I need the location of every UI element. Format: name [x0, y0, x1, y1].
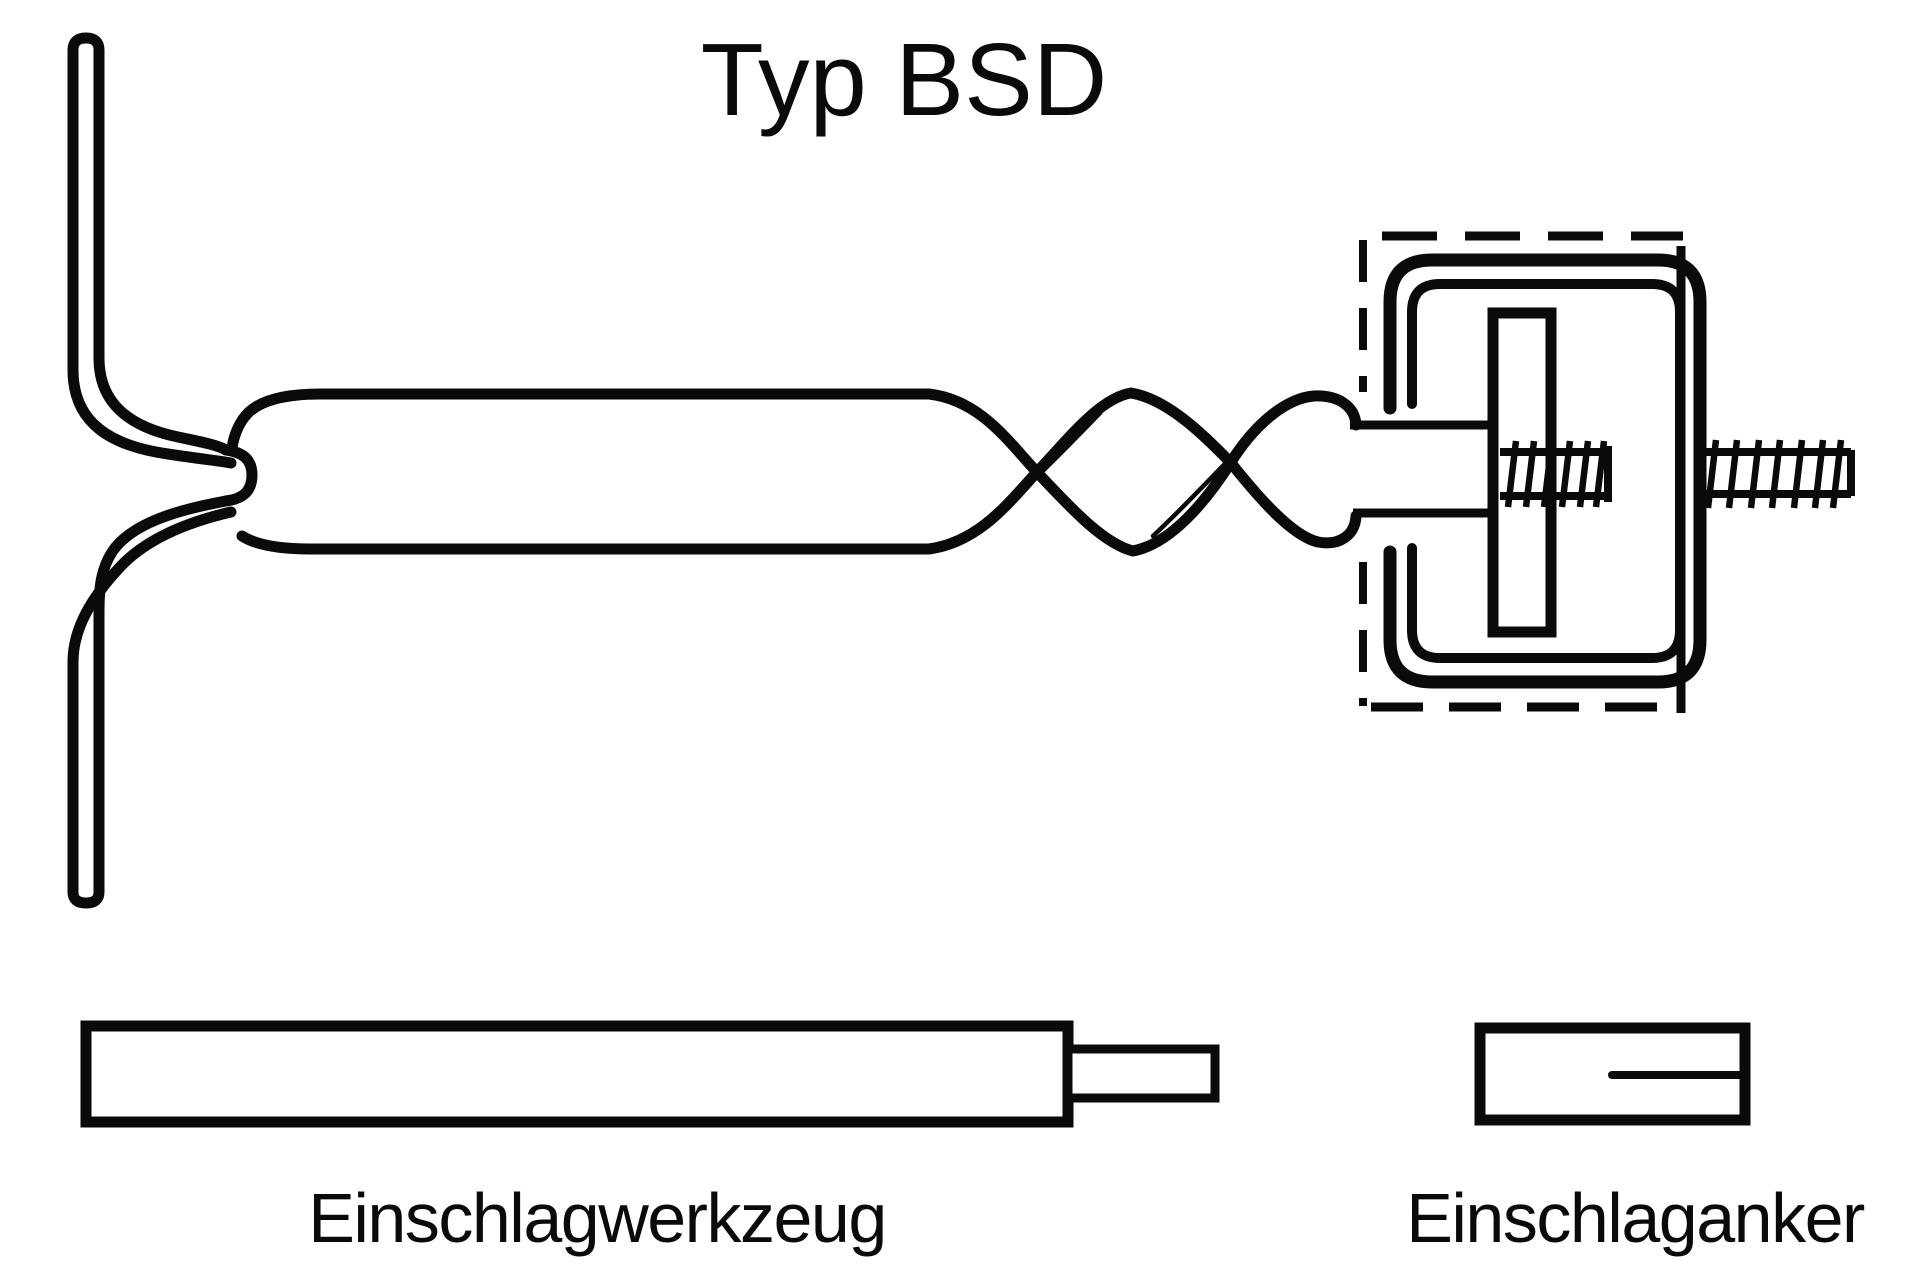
bar-upper-outline [67, 32, 232, 456]
rod-inner-body [1500, 446, 1612, 502]
band-bottom-edge [236, 530, 935, 555]
fold-nose [220, 444, 258, 507]
diagram-title: Typ BSD [701, 22, 1107, 137]
twist-strand-b [923, 387, 1362, 555]
caption-driving-tool: Einschlagwerkzeug [308, 1179, 886, 1257]
anchor-plate [1487, 307, 1557, 638]
driving-tool [80, 1020, 1220, 1128]
anchor-head-assembly [1350, 231, 1855, 713]
caption-drive-in-anchor: Einschlaganker [1406, 1179, 1865, 1257]
rod-inner-threads [1504, 440, 1608, 508]
flat-bar-bracket [67, 32, 258, 909]
bar-lower-left-sweep [67, 506, 237, 668]
threaded-rod-outer [1701, 439, 1855, 509]
bar-upper-left-sweep [67, 364, 237, 469]
sleeve-outer [1383, 253, 1707, 689]
drive-in-anchor [1474, 1022, 1751, 1126]
twist-edge-sliver-1 [954, 410, 1103, 543]
bar-lower-outline [67, 495, 232, 909]
twist-edge-sliver-2 [1150, 414, 1275, 539]
driving-tool-shaft [80, 1020, 1074, 1128]
twisted-band-section [923, 387, 1362, 557]
threaded-rod-inner [1500, 440, 1612, 508]
twist-strand-a [923, 388, 1362, 557]
rod-outer-threads [1704, 439, 1845, 509]
band-top-edge [226, 388, 935, 454]
sleeve-inner [1407, 279, 1685, 663]
driving-tool-tip [1063, 1044, 1220, 1103]
tension-band [226, 388, 935, 555]
